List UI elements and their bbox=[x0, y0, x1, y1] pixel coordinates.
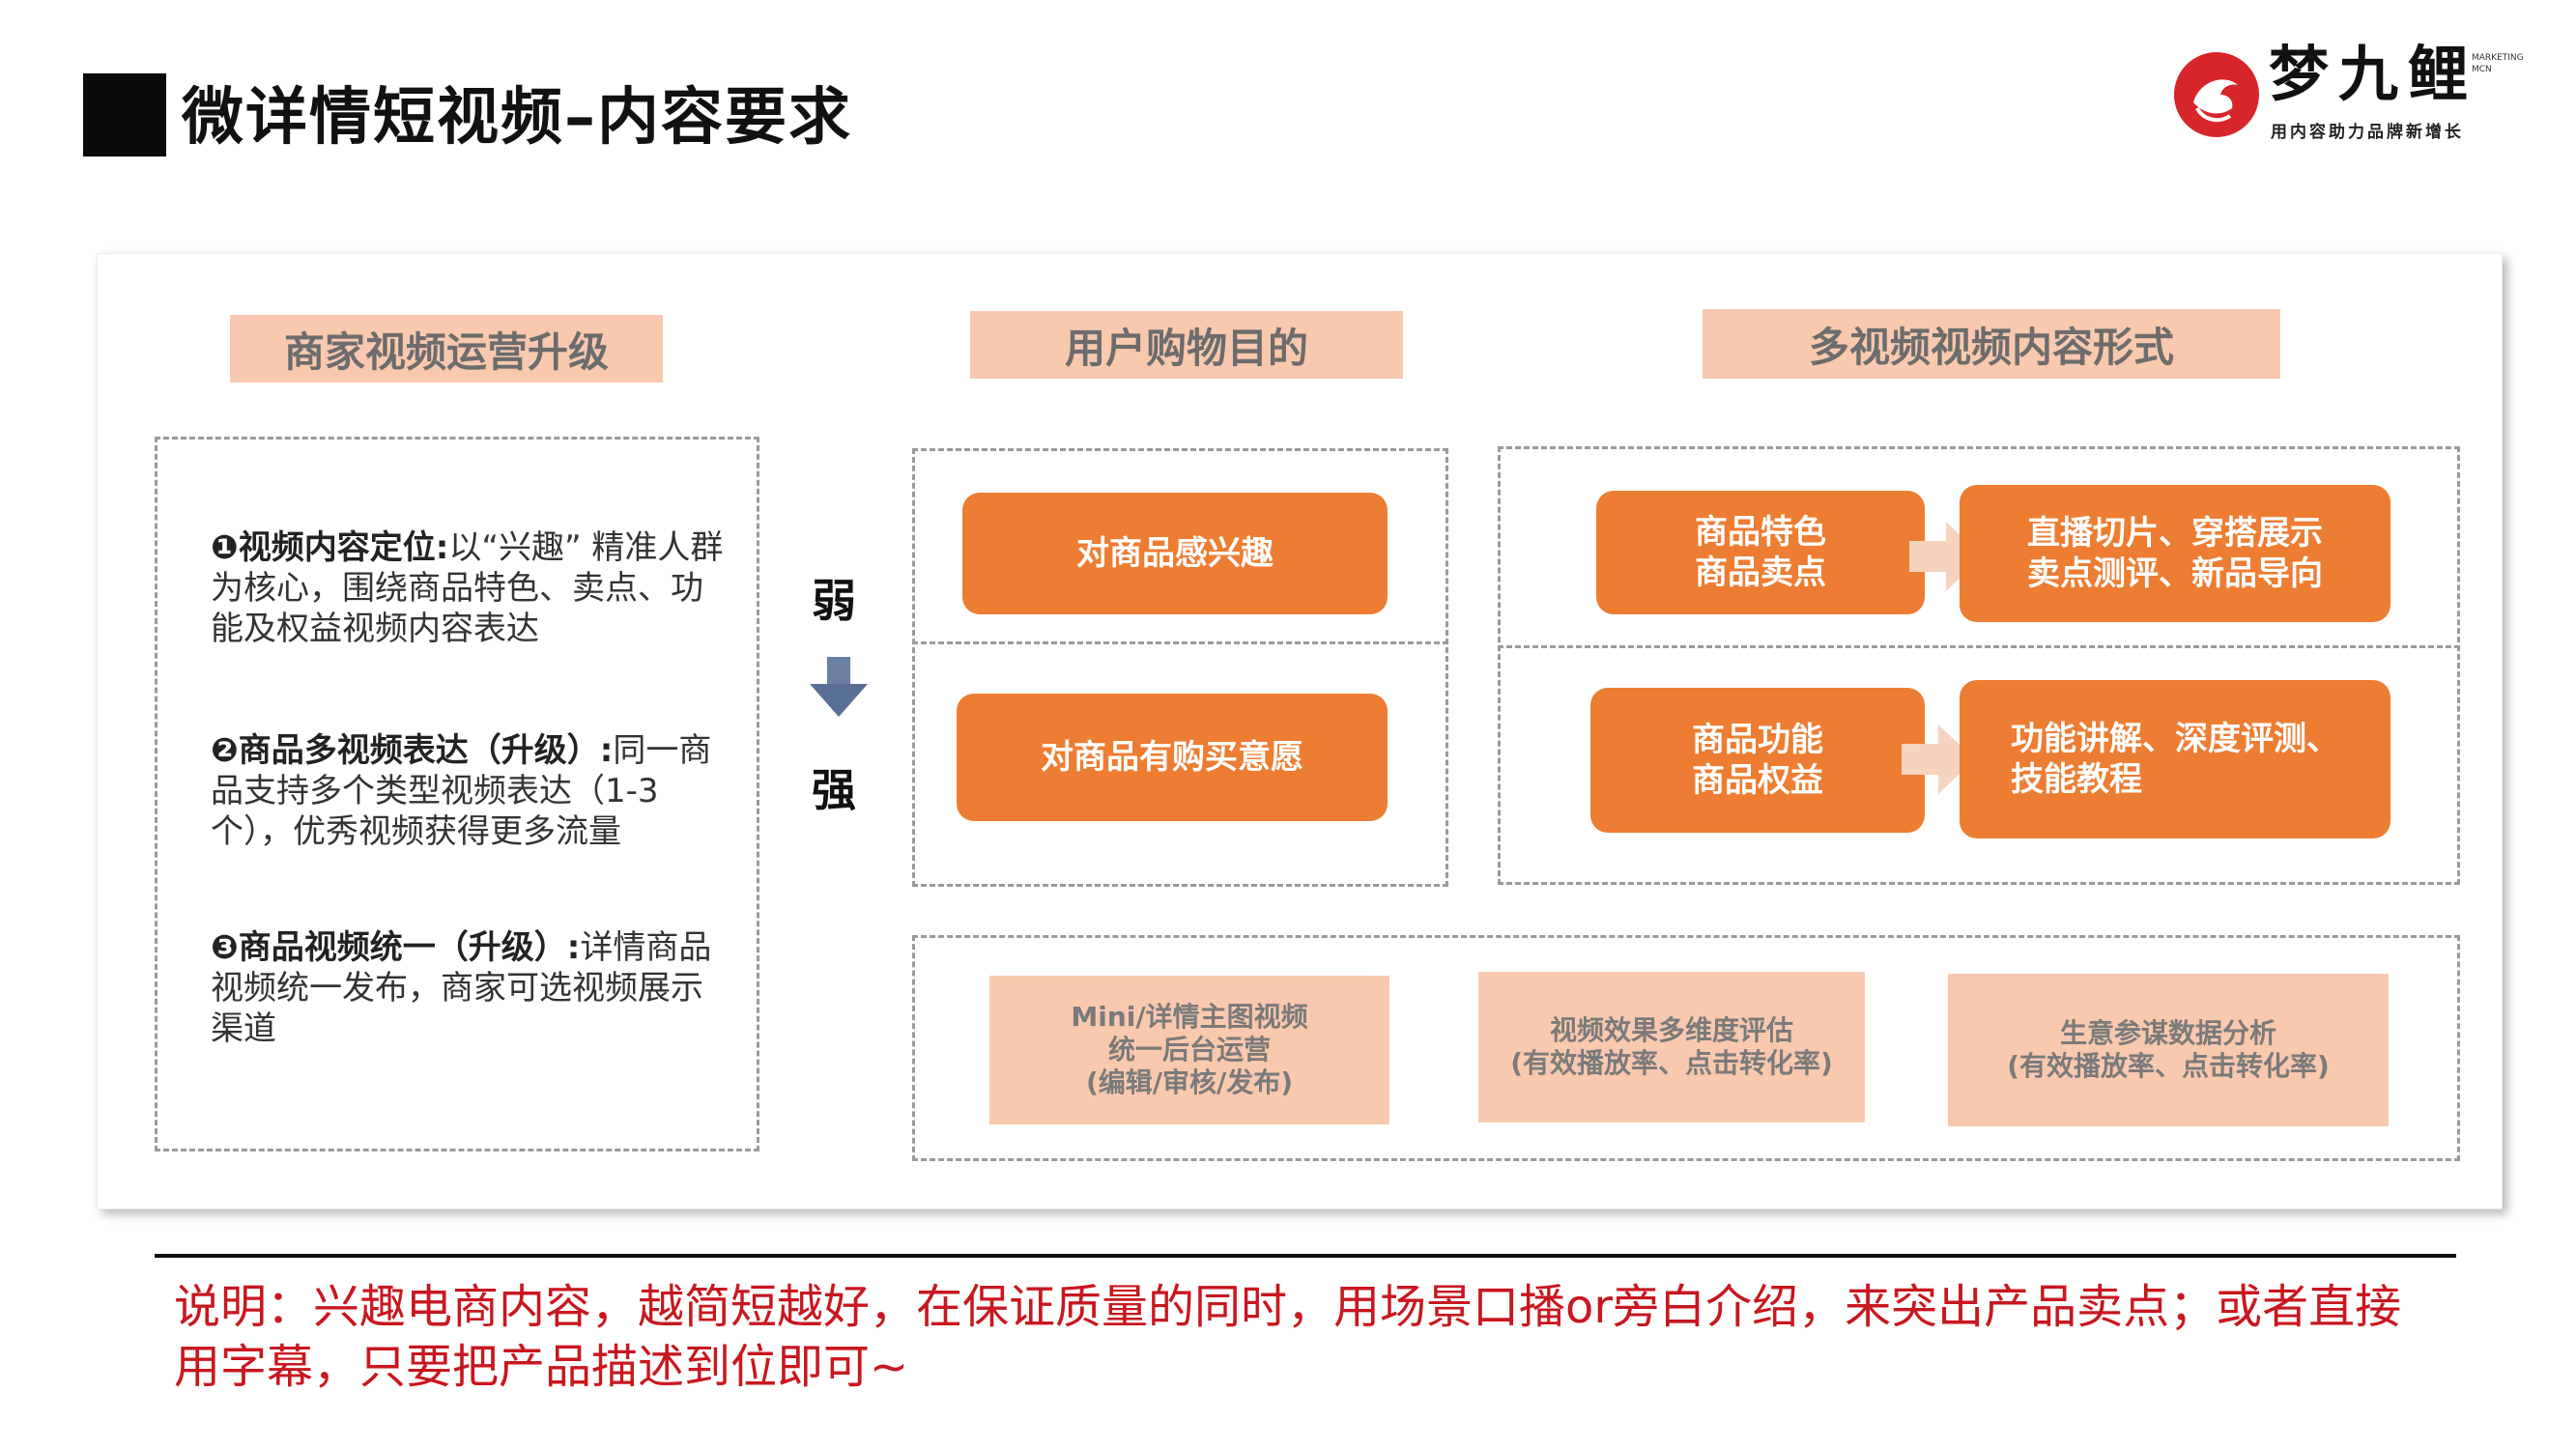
content-types-box: 直播切片、穿搭展示 卖点测评、新品导向 bbox=[1960, 485, 2390, 622]
list-item: ❷商品多视频表达（升级）:同一商品支持多个类型视频表达（1-3个），优秀视频获得… bbox=[211, 730, 732, 852]
explanation-note: 说明：兴趣电商内容，越简短越好，在保证质量的同时，用场景口播or旁白介绍，来突出… bbox=[174, 1280, 2402, 1394]
content-line: 卖点测评、新品导向 bbox=[2027, 554, 2323, 593]
function-line: 商品功能 bbox=[1692, 721, 1823, 759]
brand-en-line2: MCN bbox=[2472, 65, 2492, 74]
arrow-down-icon bbox=[810, 657, 868, 717]
evaluation-box: 视频效果多维度评估 (有效播放率、点击转化率) bbox=[1478, 972, 1865, 1122]
function-box: 商品功能 商品权益 bbox=[1590, 688, 1925, 833]
evaluation-line: (有效播放率、点击转化率) bbox=[1510, 1047, 1833, 1079]
brand-slogan: 用内容助力品牌新增长 bbox=[2271, 123, 2464, 142]
backend-line: (编辑/审核/发布) bbox=[1085, 1066, 1294, 1098]
features-line: 商品卖点 bbox=[1695, 554, 1826, 592]
divider-line bbox=[155, 1254, 2456, 1258]
arrow-right-icon bbox=[1909, 522, 1983, 591]
strong-label: 强 bbox=[812, 764, 856, 816]
item-body: 详情商品视频统一发布，商家可选视频展示渠道 bbox=[211, 928, 712, 1048]
koi-fish-logo-icon bbox=[2174, 52, 2259, 137]
brand-name: 梦九鲤 bbox=[2269, 39, 2478, 109]
backend-box bbox=[912, 935, 2460, 1161]
content-types-box: 功能讲解、深度评测、 技能教程 bbox=[1960, 680, 2390, 838]
content-line: 直播切片、穿搭展示 bbox=[2027, 514, 2323, 553]
brand-en-line1: MARKETING bbox=[2472, 53, 2524, 63]
evaluation-line: 视频效果多维度评估 bbox=[1549, 1014, 1793, 1046]
operations-box bbox=[155, 437, 759, 1151]
weak-label: 弱 bbox=[812, 575, 856, 627]
purpose-divider bbox=[912, 641, 1448, 644]
arrow-right-icon bbox=[1902, 724, 1975, 794]
forms-divider bbox=[1498, 645, 2460, 648]
function-line: 商品权益 bbox=[1692, 761, 1823, 800]
list-item: ❸商品视频统一（升级）:详情商品视频统一发布，商家可选视频展示渠道 bbox=[211, 927, 732, 1049]
brand-en-tag: MARKETING MCN bbox=[2472, 52, 2539, 75]
category-forms: 多视频视频内容形式 bbox=[1703, 309, 2280, 379]
category-operations: 商家视频运营升级 bbox=[230, 315, 663, 383]
analysis-line: (有效播放率、点击转化率) bbox=[2007, 1050, 2330, 1082]
item-heading: ❷商品多视频表达（升级）: bbox=[211, 731, 614, 770]
interest-box: 对商品感兴趣 bbox=[962, 493, 1388, 614]
title-marker bbox=[83, 73, 166, 156]
analysis-box: 生意参谋数据分析 (有效播放率、点击转化率) bbox=[1948, 974, 2389, 1126]
features-line: 商品特色 bbox=[1695, 513, 1826, 552]
backend-line: 统一后台运营 bbox=[1107, 1034, 1271, 1065]
item-body: 同一商品支持多个类型视频表达（1-3个），优秀视频获得更多流量 bbox=[211, 731, 712, 851]
unified-backend-box: Mini/详情主图视频 统一后台运营 (编辑/审核/发布) bbox=[989, 976, 1389, 1124]
content-line: 功能讲解、深度评测、 bbox=[2011, 720, 2339, 758]
features-box: 商品特色 商品卖点 bbox=[1596, 491, 1925, 614]
content-line: 技能教程 bbox=[2011, 760, 2142, 799]
item-heading: ❶视频内容定位: bbox=[211, 528, 449, 567]
list-item: ❶视频内容定位:以“兴趣” 精准人群为核心，围绕商品特色、卖点、功能及权益视频内… bbox=[211, 527, 732, 649]
page-title: 微详情短视频–内容要求 bbox=[182, 82, 852, 154]
purchase-intent-box: 对商品有购买意愿 bbox=[957, 694, 1388, 821]
category-purpose: 用户购物目的 bbox=[970, 311, 1403, 379]
item-body: 以“兴趣” 精准人群为核心，围绕商品特色、卖点、功能及权益视频内容表达 bbox=[211, 528, 724, 648]
backend-line: Mini/详情主图视频 bbox=[1071, 1001, 1308, 1033]
purpose-box bbox=[912, 448, 1448, 887]
analysis-line: 生意参谋数据分析 bbox=[2059, 1017, 2276, 1049]
item-heading: ❸商品视频统一（升级）: bbox=[211, 928, 581, 967]
forms-box bbox=[1498, 446, 2460, 885]
